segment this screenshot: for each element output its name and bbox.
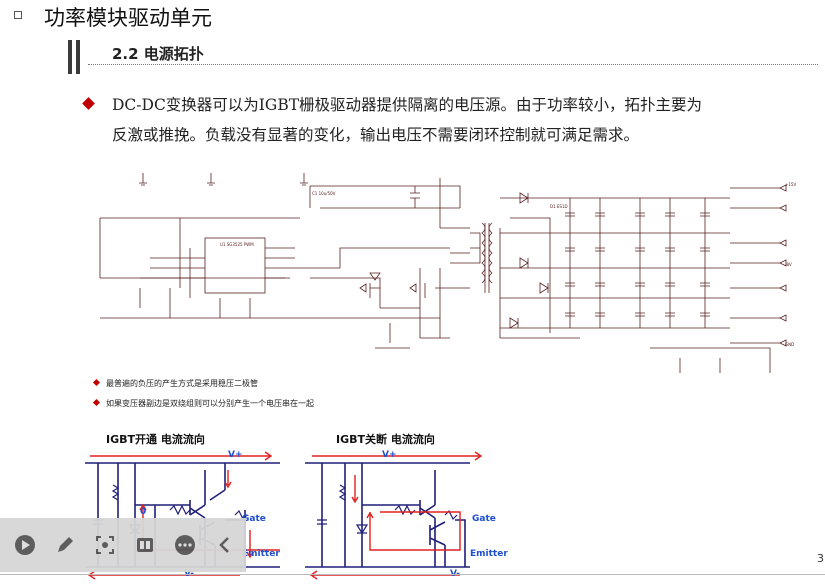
page-title: 功率模块驱动单元 <box>44 6 212 30</box>
gate-label: Gate <box>242 514 266 524</box>
diamond-bullet-icon <box>82 97 95 110</box>
more-button[interactable] <box>174 534 196 556</box>
igbt-on-title: IGBT开通 电流流向 <box>106 432 205 446</box>
dcdc-schematic: U1 SG3525 PWM C1 10u/50V D1 ES1D +15V -8… <box>99 173 796 373</box>
section-divider <box>88 64 818 65</box>
slides-icon <box>137 538 153 552</box>
note-2: 如果变压器副边是双绕组则可以分别产生一个电压串在一起 <box>92 398 314 409</box>
emitter-label: Emitter <box>470 549 508 559</box>
presentation-toolbar <box>0 518 246 572</box>
diamond-bullet-icon <box>92 398 101 407</box>
svg-text:U1 SG3525 PWM: U1 SG3525 PWM <box>220 242 254 247</box>
zoom-icon <box>96 536 114 554</box>
svg-text:D1 ES1D: D1 ES1D <box>550 204 568 209</box>
igbt-off-title: IGBT关断 电流流向 <box>336 432 435 446</box>
vplus-label: V+ <box>382 450 397 460</box>
svg-text:-8V: -8V <box>785 262 792 267</box>
slides-button[interactable] <box>134 534 156 556</box>
svg-text:C1 10u/50V: C1 10u/50V <box>312 191 336 196</box>
paragraph-line-1: DC-DC变换器可以为IGBT栅极驱动器提供隔离的电压源。由于功率较小，拓扑主要… <box>112 96 703 114</box>
pen-button[interactable] <box>54 534 76 556</box>
bottom-divider <box>0 574 825 575</box>
pen-icon <box>58 537 73 552</box>
section-heading: 2.2 电源拓扑 <box>68 40 818 74</box>
gate-label: Gate <box>472 514 496 524</box>
diamond-bullet-icon <box>92 378 101 387</box>
svg-text:GND: GND <box>785 342 794 347</box>
note-1: 最普遍的负压的产生方式是采用稳压二极管 <box>92 378 258 389</box>
square-bullet-icon <box>14 11 22 19</box>
paragraph-line-2: 反激或推挽。负载没有显著的变化，输出电压不需要闭环控制就可满足需求。 <box>112 126 640 144</box>
svg-text:+15V: +15V <box>785 182 796 187</box>
section-title: 2.2 电源拓扑 <box>112 45 204 63</box>
igbt-off-diagram: IGBT关断 电流流向 <box>305 432 508 580</box>
more-icon <box>175 535 195 555</box>
page-number: 3 <box>817 552 824 565</box>
slide-header: 功率模块驱动单元 <box>0 0 825 32</box>
zero-label: 0 <box>140 507 146 517</box>
vplus-label: V+ <box>228 450 243 460</box>
play-button[interactable] <box>14 534 36 556</box>
play-icon <box>15 535 35 555</box>
chevron-left-icon <box>219 537 229 553</box>
emitter-label: Emitter <box>242 549 280 559</box>
prev-button[interactable] <box>214 534 236 556</box>
zoom-button[interactable] <box>94 534 116 556</box>
section-bars-icon <box>68 40 88 74</box>
